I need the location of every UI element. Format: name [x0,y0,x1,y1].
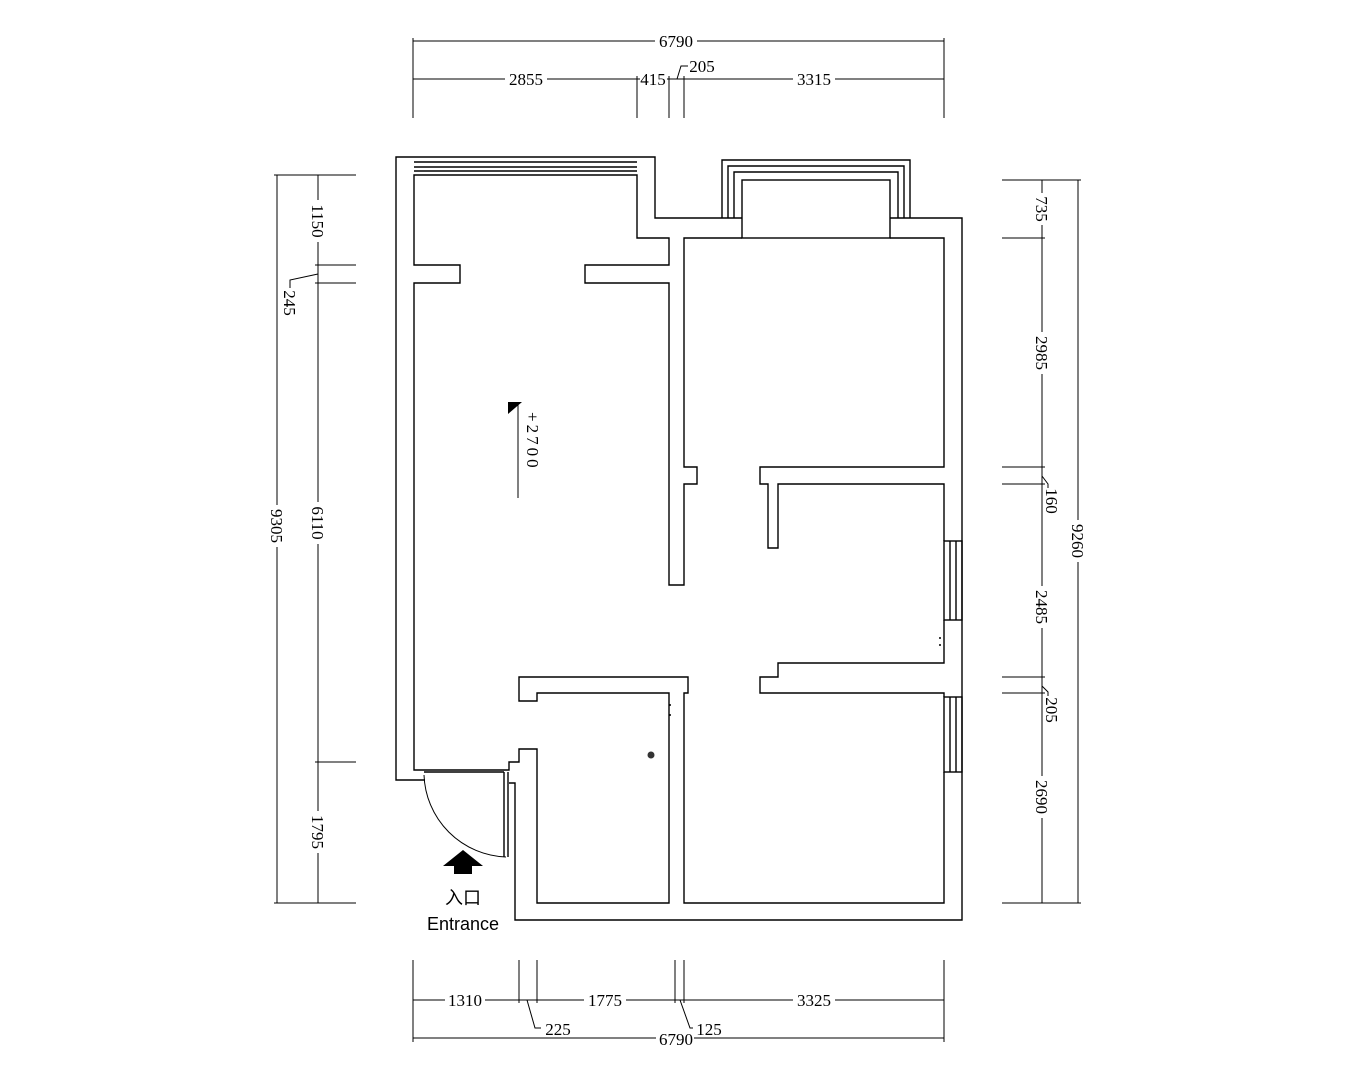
dim-left-2: 245 [280,290,299,316]
entrance-arrow-icon [443,850,483,874]
dim-left-3: 6110 [308,506,327,539]
dim-top-2: 415 [640,70,666,89]
dim-bottom-2: 225 [545,1020,571,1039]
dim-bottom-4: 125 [696,1020,722,1039]
dim-top-1: 2855 [509,70,543,89]
dim-left-4: 1795 [308,815,327,849]
top-dimensions: 6790 2855 415 205 3315 [412,32,945,118]
dim-left-1: 1150 [308,204,327,237]
entrance-door [423,771,509,858]
left-dimensions: 9305 1150 245 6110 1795 [267,174,356,904]
dim-bottom-1: 1310 [448,991,482,1010]
dim-right-4: 2485 [1032,590,1051,624]
elevation-marker: +2700 [508,402,542,498]
dim-right-6: 2690 [1032,780,1051,814]
dim-bottom-3: 1775 [588,991,622,1010]
dim-right-3: 160 [1042,488,1061,514]
dim-top-4: 3315 [797,70,831,89]
dim-bottom-total: 6790 [659,1030,693,1049]
walls [395,156,963,921]
bottom-dimensions: 1310 225 1775 125 3325 6790 [412,960,945,1049]
dim-right-2: 2985 [1032,336,1051,370]
dim-top-3: 205 [689,57,715,76]
elevation-label: +2700 [523,412,542,471]
dim-right-total: 9260 [1068,524,1087,558]
entrance-label-en: Entrance [427,914,499,934]
dim-bottom-5: 3325 [797,991,831,1010]
entrance-label-cn: 入口 [445,888,481,908]
dim-right-5: 205 [1042,697,1061,723]
right-dimensions: 735 2985 160 2485 205 2690 9260 [1002,179,1087,904]
dim-right-1: 735 [1032,196,1051,222]
dim-top-total: 6790 [659,32,693,51]
dim-left-total: 9305 [267,509,286,543]
